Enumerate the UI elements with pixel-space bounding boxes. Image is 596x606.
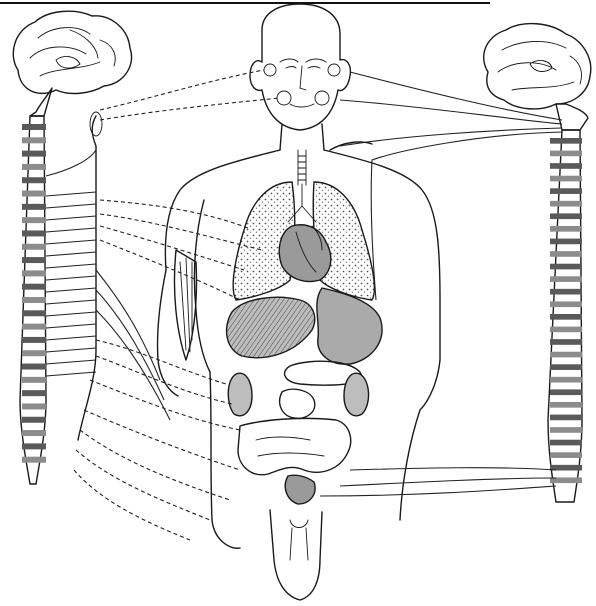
vertebra-segment [22, 297, 46, 303]
left-spinal-cord [20, 116, 46, 484]
kidneys [228, 373, 368, 416]
vertebra-segment [550, 364, 582, 370]
nerve-fiber [46, 288, 96, 292]
bladder [285, 475, 315, 504]
vertebra-segment [22, 137, 46, 143]
vertebra-segment [550, 352, 582, 358]
vertebra-segment [22, 337, 46, 343]
vertebra-segment [550, 327, 582, 333]
nerve-fiber [371, 132, 562, 300]
nerve-fiber [46, 336, 96, 340]
nerve-fiber-dashed [74, 470, 190, 540]
vertebra-segment [22, 151, 46, 157]
vertebra-segment [22, 324, 46, 330]
vertebra-segment [550, 389, 582, 395]
vertebra-segment [550, 251, 582, 257]
vertebra-segment [22, 270, 46, 276]
nerve-fiber [46, 252, 96, 256]
vertebra-segment [550, 239, 582, 245]
nerve-fiber [96, 290, 164, 400]
vertebra-segment [22, 350, 46, 356]
vertebra-segment [550, 377, 582, 383]
vertebra-segment [550, 289, 582, 295]
vertebra-segment [550, 226, 582, 232]
right-spinal-cord [548, 130, 582, 502]
nerve-fiber [350, 72, 562, 120]
vertebra-segment [22, 430, 46, 436]
vertebra-segment [22, 284, 46, 290]
nerve-fiber [46, 276, 96, 280]
vertebra-segment [550, 276, 582, 282]
nerve-fiber [46, 348, 96, 352]
vertebra-segment [550, 339, 582, 345]
nerve-fiber-dashed [96, 340, 226, 384]
nerve-fiber-dashed [100, 98, 280, 120]
vertebra-segment [550, 301, 582, 307]
nerve-fiber [46, 264, 96, 268]
nerve-fiber [46, 192, 96, 196]
nerve-fiber [96, 270, 160, 380]
nerve-fiber [46, 216, 96, 220]
vertebra-segment [22, 204, 46, 210]
vertebra-segment [22, 124, 46, 130]
nerve-fiber-dashed [76, 450, 210, 520]
vertebra-segment [22, 310, 46, 316]
vertebra-segment [550, 427, 582, 433]
nerve-fiber-dashed [100, 226, 244, 270]
vertebra-segment [550, 188, 582, 194]
vertebra-segment [22, 364, 46, 370]
vertebra-segment [550, 440, 582, 446]
vertebra-segment [550, 452, 582, 458]
nerve-fiber-dashed [80, 430, 230, 500]
vertebra-segment [22, 257, 46, 263]
vertebra-segment [22, 177, 46, 183]
right-brain [484, 24, 591, 130]
nerve-fiber [46, 228, 96, 232]
liver [227, 297, 315, 357]
nerve-fiber [46, 150, 96, 176]
nerve-fiber-dashed [84, 410, 240, 470]
nerve-fiber [340, 478, 556, 486]
nerve-fiber [340, 128, 562, 146]
nerve-fiber-dashed [100, 200, 248, 228]
nerve-fiber-dashed [100, 240, 240, 300]
arm-muscle [174, 250, 196, 360]
nerve-fiber [46, 324, 96, 328]
vertebra-segment [22, 457, 46, 463]
vertebra-segment [22, 230, 46, 236]
vertebra-segment [550, 201, 582, 207]
vertebra-segment [22, 443, 46, 449]
vertebra-segment [22, 390, 46, 396]
vertebra-segment [22, 217, 46, 223]
vertebra-segment [22, 164, 46, 170]
vertebra-segment [22, 403, 46, 409]
nerve-fiber [46, 300, 96, 304]
intestines [238, 361, 361, 475]
eye-nerve-loop [330, 142, 372, 150]
nerve-fiber [340, 100, 562, 124]
nerve-fiber [350, 468, 556, 470]
vertebra-segment [22, 191, 46, 197]
vertebra-segment [550, 138, 582, 144]
nerve-fiber [46, 360, 96, 364]
vertebra-segment [550, 163, 582, 169]
nerve-fiber [46, 312, 96, 316]
nerve-fiber-dashed [100, 214, 262, 250]
vertebra-segment [550, 213, 582, 219]
nerve-fiber [46, 240, 96, 244]
vertebra-segment [550, 314, 582, 320]
vertebra-segment [550, 176, 582, 182]
vertebra-segment [22, 417, 46, 423]
vertebra-segment [550, 415, 582, 421]
left-brain [13, 11, 131, 116]
nerve-fiber [46, 204, 96, 208]
nerve-fiber [320, 486, 556, 496]
vertebra-segment [550, 151, 582, 157]
vertebra-segment [550, 264, 582, 270]
vertebra-segment [22, 244, 46, 250]
vertebra-segment [550, 402, 582, 408]
vertebra-segment [22, 377, 46, 383]
nerve-fiber [46, 372, 96, 376]
